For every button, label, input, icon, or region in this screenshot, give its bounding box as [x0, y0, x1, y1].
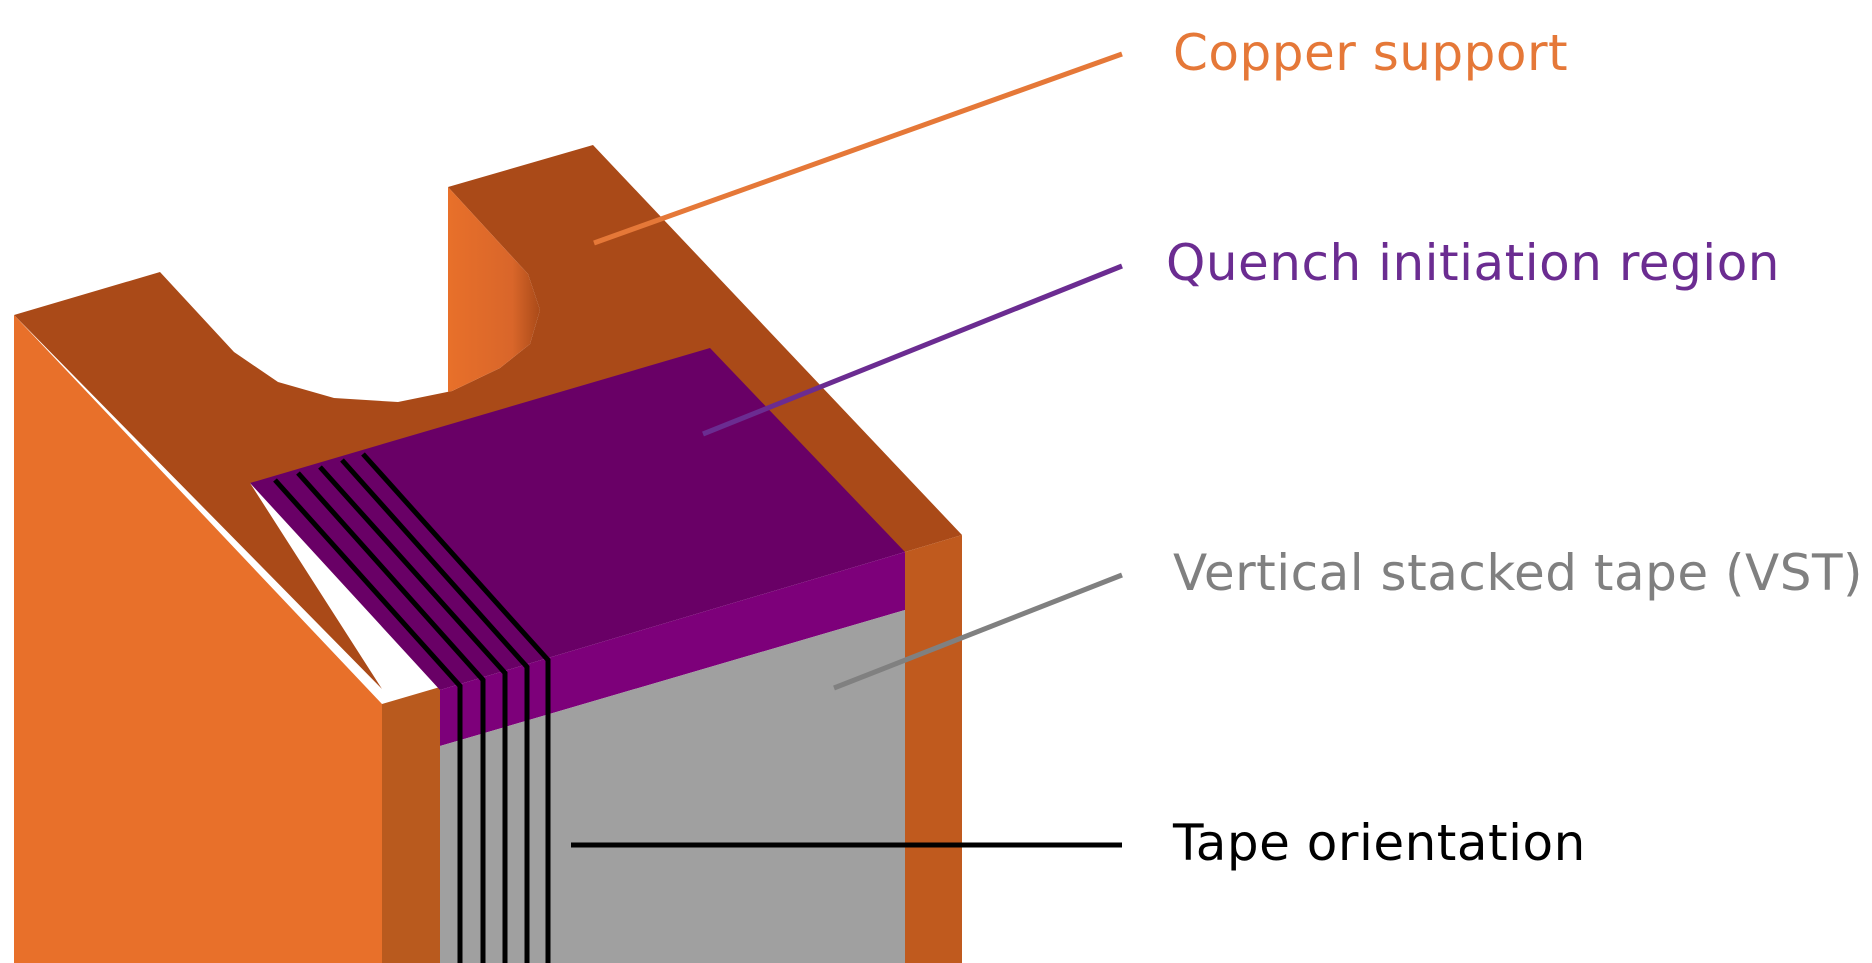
quench-initiation-region-label: Quench initiation region — [1166, 234, 1780, 292]
copper-back-tab-face — [448, 187, 540, 392]
copper-left-inner-face — [382, 687, 440, 963]
tape-orientation-label: Tape orientation — [1173, 814, 1586, 872]
tape-line-5 — [361, 452, 551, 963]
copper-right-front-face — [905, 535, 962, 963]
quench-region-band — [440, 552, 905, 746]
vertical-stacked-tape-label: Vertical stacked tape (VST) — [1173, 544, 1864, 602]
tape-line-4 — [340, 458, 530, 963]
vst-front-face — [440, 610, 905, 963]
vst-leader-line — [833, 572, 1123, 691]
tape-line-1 — [273, 478, 463, 963]
tape-orientation-lines — [273, 452, 551, 963]
quench-region-leader-line — [702, 263, 1123, 437]
copper-left-front-face — [14, 315, 382, 963]
tape-line-3 — [318, 465, 508, 963]
copper-support-leader-line — [593, 51, 1123, 246]
tape-line-2 — [296, 471, 486, 963]
copper-support-label: Copper support — [1173, 24, 1569, 82]
